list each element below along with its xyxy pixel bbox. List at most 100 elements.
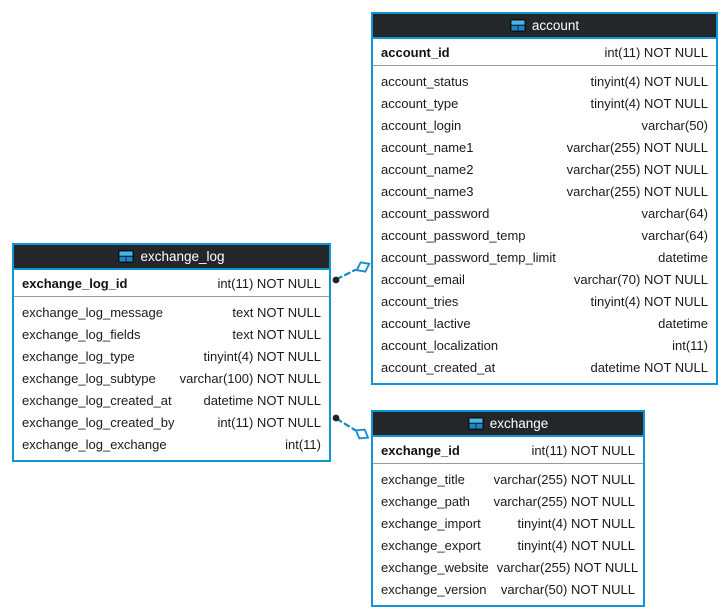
column-type: varchar(64) (641, 227, 708, 243)
column-type: datetime NOT NULL (590, 359, 708, 375)
column-name: exchange_title (381, 471, 465, 487)
column-type: tinyint(4) NOT NULL (590, 95, 708, 111)
column-type: varchar(50) (641, 117, 708, 133)
column-name: exchange_export (381, 537, 481, 553)
column-row: exchange_path varchar(255) NOT NULL (373, 490, 643, 512)
column-type: int(11) NOT NULL (217, 414, 321, 430)
column-row: account_localization int(11) (373, 334, 716, 356)
column-type: tinyint(4) NOT NULL (590, 73, 708, 89)
column-name: account_name1 (381, 139, 474, 155)
column-type: datetime NOT NULL (203, 392, 321, 408)
column-type: int(11) NOT NULL (217, 275, 321, 291)
column-type: varchar(255) NOT NULL (566, 139, 708, 155)
relation-exchange-log-account[interactable] (332, 259, 372, 284)
pk-row: account_id int(11) NOT NULL (373, 39, 716, 66)
column-name: account_lactive (381, 315, 471, 331)
column-row: exchange_log_subtype varchar(100) NOT NUL… (14, 367, 329, 389)
column-type: varchar(70) NOT NULL (573, 271, 708, 287)
column-name: account_password_temp (381, 227, 526, 243)
relation-diamond-end (355, 261, 371, 273)
table-exchange-log[interactable]: exchange_log exchange_log_id int(11) NOT… (12, 243, 331, 462)
column-name: exchange_path (381, 493, 470, 509)
column-type: datetime (658, 249, 708, 265)
column-row: exchange_log_message text NOT NULL (14, 301, 329, 323)
column-row: account_lactive datetime (373, 312, 716, 334)
column-type: int(11) (285, 436, 321, 452)
relation-exchange-log-exchange[interactable] (332, 414, 371, 442)
column-name: exchange_log_created_by (22, 414, 175, 430)
column-type: varchar(50) NOT NULL (500, 581, 635, 597)
column-type: varchar(255) NOT NULL (493, 493, 635, 509)
column-name: account_login (381, 117, 462, 133)
column-type: datetime (658, 315, 708, 331)
table-exchange[interactable]: exchange exchange_id int(11) NOT NULL ex… (371, 410, 645, 607)
column-name: account_name2 (381, 161, 474, 177)
pk-row: exchange_id int(11) NOT NULL (373, 437, 643, 464)
column-type: varchar(64) (641, 205, 708, 221)
column-type: tinyint(4) NOT NULL (203, 348, 321, 364)
relation-dot-end (332, 276, 340, 284)
column-name: exchange_log_id (22, 275, 128, 291)
column-type: varchar(255) NOT NULL (566, 161, 708, 177)
relation-diamond-end (354, 428, 370, 440)
column-row: account_login varchar(50) (373, 114, 716, 136)
column-type: int(11) (672, 337, 708, 353)
column-name: account_tries (381, 293, 459, 309)
column-name: account_type (381, 95, 459, 111)
column-name: exchange_log_type (22, 348, 135, 364)
table-exchange-header[interactable]: exchange (373, 412, 643, 437)
column-type: varchar(255) NOT NULL (493, 471, 635, 487)
column-name: account_password_temp_limit (381, 249, 556, 265)
column-row: exchange_log_fields text NOT NULL (14, 323, 329, 345)
column-name: exchange_log_exchange (22, 436, 167, 452)
column-row: exchange_log_created_by int(11) NOT NULL (14, 411, 329, 433)
table-account[interactable]: account account_id int(11) NOT NULL acco… (371, 12, 718, 385)
column-name: exchange_website (381, 559, 489, 575)
column-row: account_name2 varchar(255) NOT NULL (373, 158, 716, 180)
column-row: exchange_log_exchange int(11) (14, 433, 329, 455)
column-row: account_password_temp varchar(64) (373, 224, 716, 246)
column-type: text NOT NULL (232, 304, 321, 320)
column-row: exchange_import tinyint(4) NOT NULL (373, 512, 643, 534)
table-account-header[interactable]: account (373, 14, 716, 39)
column-name: account_email (381, 271, 465, 287)
column-row: account_type tinyint(4) NOT NULL (373, 92, 716, 114)
column-row: account_password_temp_limit datetime (373, 246, 716, 268)
column-row: account_name1 varchar(255) NOT NULL (373, 136, 716, 158)
table-title: exchange (489, 416, 549, 431)
column-type: tinyint(4) NOT NULL (517, 537, 635, 553)
column-type: varchar(100) NOT NULL (179, 370, 321, 386)
column-row: account_password varchar(64) (373, 202, 716, 224)
column-name: account_id (381, 44, 450, 60)
column-name: account_password (381, 205, 490, 221)
table-icon (118, 250, 135, 263)
pk-row: exchange_log_id int(11) NOT NULL (14, 270, 329, 297)
table-title: account (531, 18, 580, 33)
table-icon (509, 19, 526, 32)
column-name: exchange_log_subtype (22, 370, 156, 386)
column-name: account_name3 (381, 183, 474, 199)
column-type: tinyint(4) NOT NULL (517, 515, 635, 531)
column-row: account_email varchar(70) NOT NULL (373, 268, 716, 290)
table-icon (467, 417, 484, 430)
column-name: account_localization (381, 337, 499, 353)
column-name: exchange_import (381, 515, 481, 531)
column-name: exchange_log_message (22, 304, 163, 320)
column-name: exchange_log_created_at (22, 392, 172, 408)
column-name: exchange_id (381, 442, 460, 458)
column-type: int(11) NOT NULL (604, 44, 708, 60)
column-type: text NOT NULL (232, 326, 321, 342)
column-type: tinyint(4) NOT NULL (590, 293, 708, 309)
column-row: account_tries tinyint(4) NOT NULL (373, 290, 716, 312)
column-name: exchange_log_fields (22, 326, 141, 342)
table-exchange-log-header[interactable]: exchange_log (14, 245, 329, 270)
column-row: exchange_log_type tinyint(4) NOT NULL (14, 345, 329, 367)
relation-dot-end (332, 414, 340, 422)
